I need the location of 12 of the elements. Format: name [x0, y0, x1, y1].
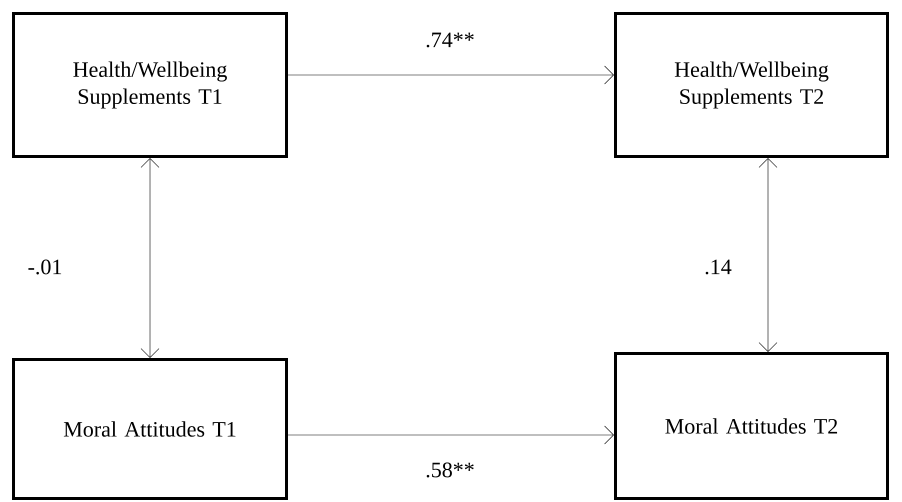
path-coefficient: .58**: [423, 460, 477, 480]
arrow: [288, 66, 614, 84]
path-coefficient: .74**: [423, 30, 477, 50]
variable-box: Health/Wellbeing Supplements T2: [614, 12, 889, 158]
arrow: [288, 426, 614, 444]
path-coefficient: -.01: [26, 258, 64, 276]
path-coefficient: .14: [702, 258, 734, 276]
variable-box: Moral Attitudes T2: [614, 352, 889, 500]
variable-box: Moral Attitudes T1: [12, 358, 288, 500]
variable-box: Health/Wellbeing Supplements T1: [12, 12, 288, 158]
arrow: [140, 158, 160, 358]
arrow: [758, 158, 778, 352]
